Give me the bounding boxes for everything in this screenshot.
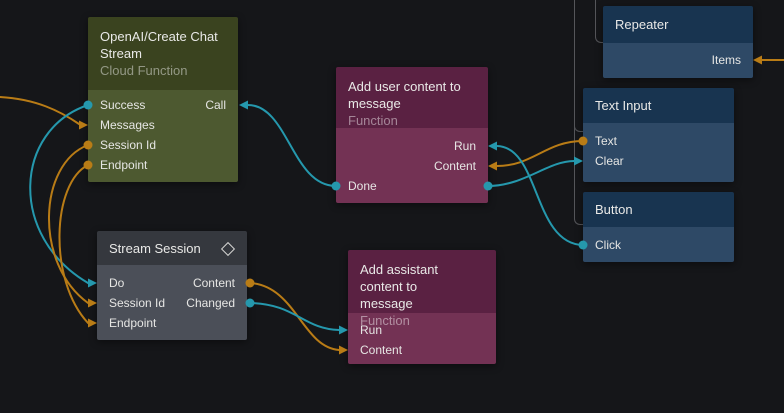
node-body: Run Content (348, 313, 496, 364)
wire-changed-to-run[interactable] (249, 302, 340, 331)
port-content[interactable]: Content (360, 343, 403, 357)
port-content[interactable]: Content (433, 159, 476, 173)
node-header: Repeater (603, 6, 753, 43)
wire-offscreen-to-messages[interactable] (0, 96, 80, 125)
port-messages[interactable]: Messages (100, 118, 155, 132)
node-button[interactable]: Button Click (583, 192, 734, 262)
connector-arrow-content-assistant[interactable] (339, 345, 348, 355)
port-session-id[interactable]: Session Id (109, 296, 166, 310)
hierarchy-line-repeater (595, 0, 604, 43)
port-clear[interactable]: Clear (595, 154, 624, 168)
node-title: Text Input (595, 98, 652, 113)
node-body: Text Clear (583, 123, 734, 182)
wire-done-to-clear[interactable] (487, 160, 575, 187)
connector-arrow-messages[interactable] (79, 120, 88, 130)
connector-arrow-do[interactable] (88, 278, 97, 288)
connector-arrow-session-id[interactable] (88, 298, 97, 308)
node-title: OpenAI/Create Chat Stream (100, 29, 218, 61)
node-header: Add user content to message Function (336, 67, 488, 128)
connector-arrow-call[interactable] (239, 100, 248, 110)
node-header: OpenAI/Create Chat Stream Cloud Function (88, 17, 238, 90)
port-text[interactable]: Text (595, 134, 618, 148)
wire-success-to-do[interactable] (29, 104, 89, 284)
node-subtitle: Function (360, 313, 410, 328)
node-header: Stream Session (97, 231, 247, 265)
node-title: Stream Session (109, 241, 201, 256)
node-title: Add assistant content to message (360, 262, 439, 311)
port-changed[interactable]: Changed (186, 296, 235, 310)
node-body: Do Content Session Id Changed Endpoint (97, 265, 247, 340)
node-repeater[interactable]: Repeater Items (603, 6, 753, 78)
port-content[interactable]: Content (192, 276, 235, 290)
node-body: Success Call Messages Session Id Endpoin… (88, 90, 238, 182)
port-endpoint[interactable]: Endpoint (109, 316, 157, 330)
connector-arrow-endpoint[interactable] (88, 318, 97, 328)
port-run[interactable]: Run (453, 139, 476, 153)
wire-done-to-call[interactable] (247, 104, 337, 187)
connector-arrow-items[interactable] (753, 55, 762, 65)
node-header: Button (583, 192, 734, 227)
node-stream-session[interactable]: Stream Session Do Content Session Id Cha… (97, 231, 247, 340)
node-text-input[interactable]: Text Input Text Clear (583, 88, 734, 182)
node-openai-create-chat-stream[interactable]: OpenAI/Create Chat Stream Cloud Function… (88, 17, 238, 182)
node-add-user-content[interactable]: Add user content to message Function Run… (336, 67, 488, 203)
port-done[interactable]: Done (348, 179, 377, 193)
connector-arrow-run-assistant[interactable] (339, 325, 348, 335)
port-items[interactable]: Items (711, 53, 741, 67)
node-subtitle: Cloud Function (100, 63, 188, 78)
port-success[interactable]: Success (100, 98, 146, 112)
port-session-id[interactable]: Session Id (100, 138, 157, 152)
wire-text-to-content[interactable] (496, 140, 584, 167)
port-run[interactable]: Run (360, 323, 383, 337)
node-body: Run Content Done (336, 128, 488, 203)
wire-sessionid-to-sessionid[interactable] (48, 144, 89, 304)
node-body: Items (603, 43, 753, 78)
node-header: Text Input (583, 88, 734, 123)
node-body: Click (583, 227, 734, 262)
node-title: Add user content to message (348, 79, 461, 111)
port-click[interactable]: Click (595, 238, 621, 252)
node-title: Button (595, 202, 633, 217)
node-title: Repeater (615, 17, 669, 32)
node-add-assistant-content[interactable]: Add assistant content to message Functio… (348, 250, 496, 364)
wire-click-to-run[interactable] (496, 145, 584, 246)
port-call[interactable]: Call (205, 98, 226, 112)
port-do[interactable]: Do (109, 276, 125, 290)
wire-endpoint-to-endpoint[interactable] (58, 164, 89, 324)
port-endpoint[interactable]: Endpoint (100, 158, 148, 172)
connector-arrow-run-adduser[interactable] (488, 141, 497, 151)
node-subtitle: Function (348, 113, 398, 128)
connector-arrow-content-adduser[interactable] (488, 161, 497, 171)
node-header: Add assistant content to message Functio… (348, 250, 496, 328)
wire-content-to-content[interactable] (249, 282, 340, 351)
